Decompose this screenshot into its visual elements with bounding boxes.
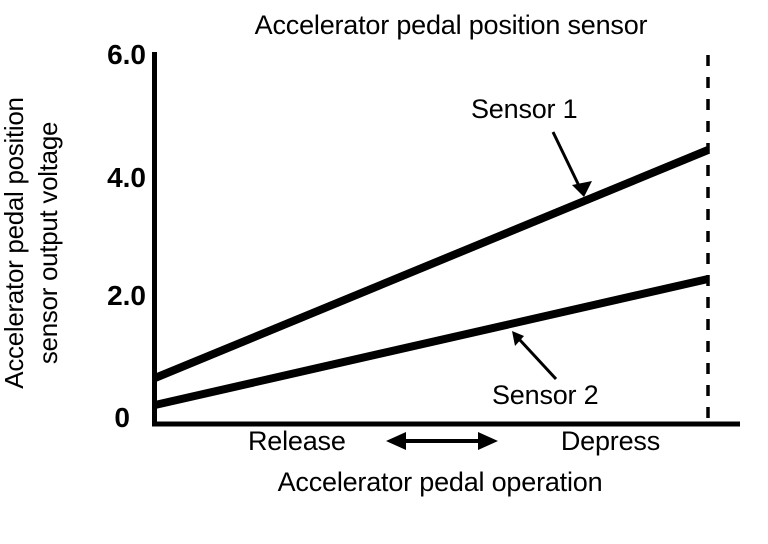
x-axis-direction-left-label: Release [248,426,346,456]
series-label-sensor-2: Sensor 2 [492,380,599,410]
double-arrow-icon [386,432,498,450]
y-tick-label-4: 4.0 [107,162,146,193]
series-line-sensor-2 [154,275,709,409]
y-tick-label-0: 0 [114,402,130,433]
chart-title: Accelerator pedal position sensor [254,10,648,40]
series-line-sensor-1 [153,146,710,382]
series-label-sensor-1: Sensor 1 [471,94,578,124]
x-axis-direction-row: Release Depress [248,426,660,458]
y-tick-label-2: 2.0 [107,280,146,311]
y-tick-label-6: 6.0 [107,39,146,70]
x-axis-label: Accelerator pedal operation [277,467,603,497]
annotation-arrow-sensor-2 [512,331,558,381]
annotation-arrow-sensor-1 [551,131,592,197]
x-axis-direction-right-label: Depress [560,426,660,456]
